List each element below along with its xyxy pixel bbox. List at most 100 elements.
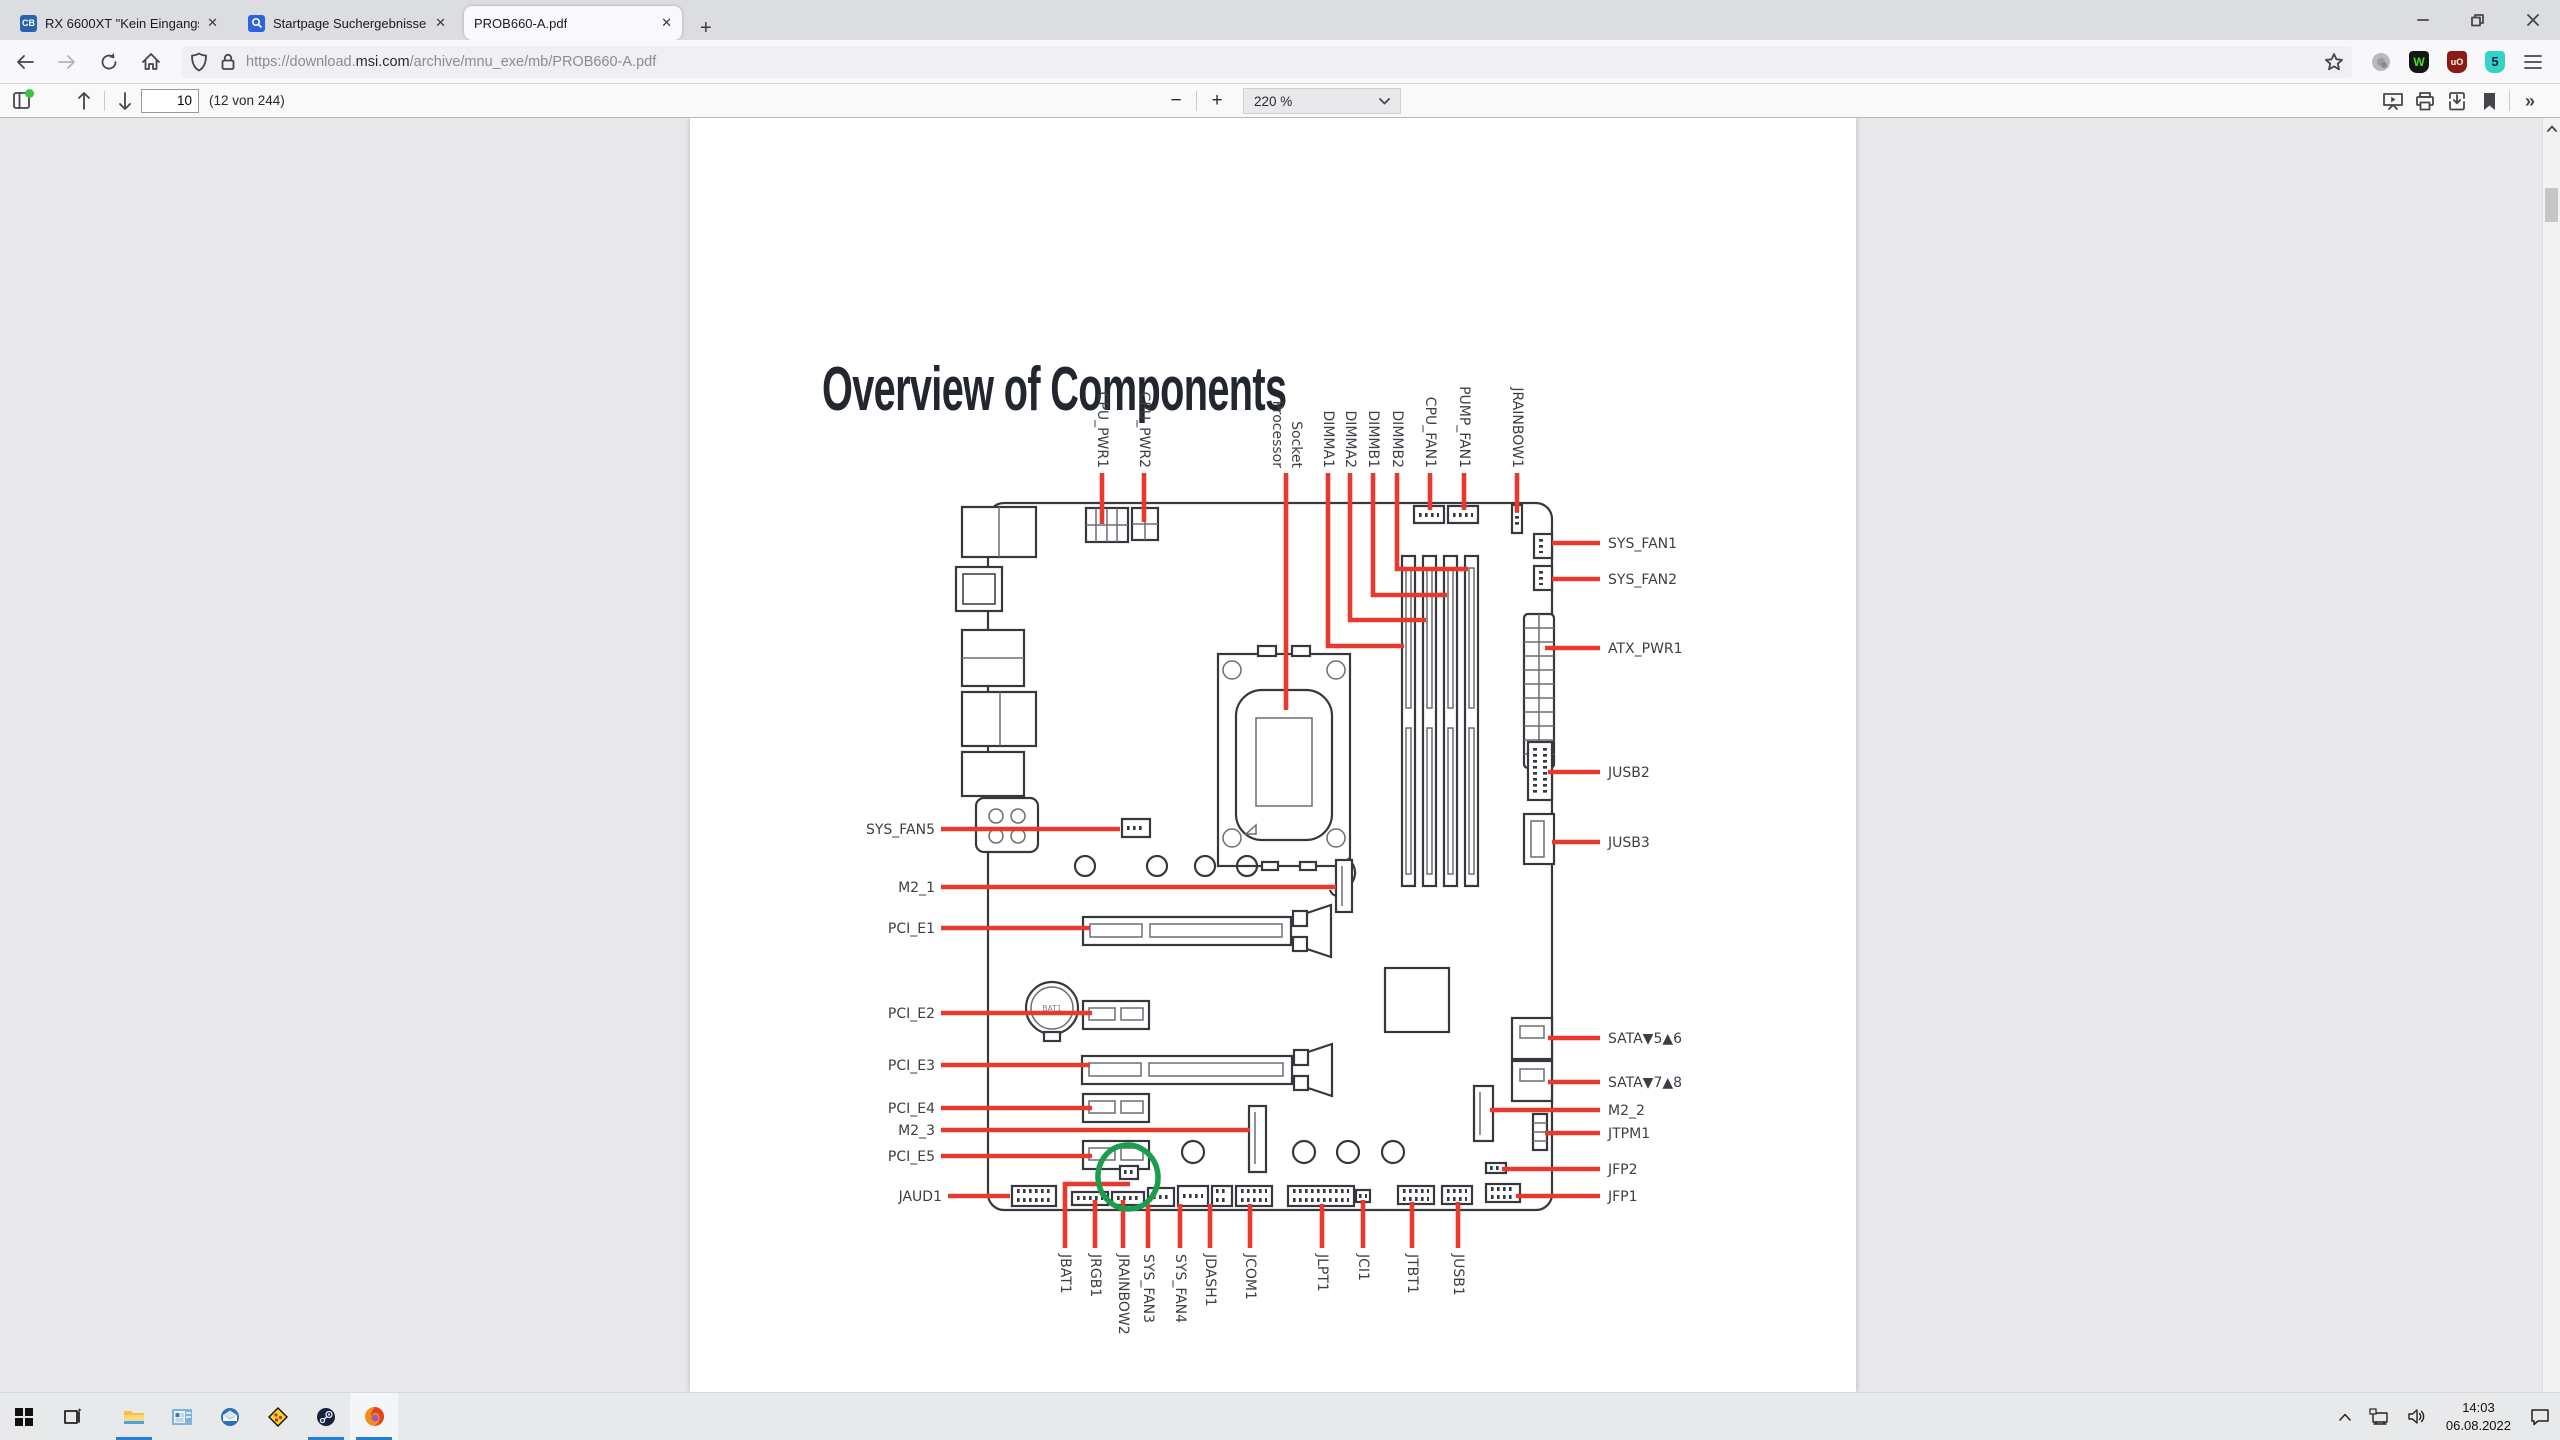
zoom-out-button[interactable]: − — [1170, 90, 1182, 111]
zoom-value: 220 % — [1254, 93, 1293, 109]
toggle-sidebar-button[interactable] — [8, 87, 36, 115]
browser-tab-bar: CB RX 6600XT "Kein Eingangssignal ✕ Star… — [0, 0, 2560, 40]
scroll-up-arrow[interactable] — [2543, 120, 2560, 136]
tab-close-icon[interactable]: ✕ — [661, 15, 672, 30]
volume-icon[interactable] — [2407, 1408, 2427, 1425]
tab-computerbase[interactable]: CB RX 6600XT "Kein Eingangssignal ✕ — [10, 6, 228, 40]
toolbar-separator — [1196, 91, 1197, 111]
diagram-label: M2_1 — [898, 880, 935, 896]
left-labels: SYS_FAN5 M2_1 PCI_E1 PCI_E2 PCI_E3 PCI_E… — [866, 822, 942, 1205]
close-window-button[interactable] — [2505, 0, 2560, 40]
diagram-label: JRAINBOW2 — [1115, 1253, 1131, 1335]
clock-date: 06.08.2022 — [2445, 1417, 2511, 1433]
sidebar-notification-dot — [25, 88, 34, 98]
diagram-label: JTBT1 — [1404, 1253, 1420, 1294]
tray-chevron-icon[interactable] — [2339, 1413, 2351, 1421]
mid-board-connectors — [1073, 817, 1406, 1165]
firefox-button[interactable] — [350, 1393, 398, 1440]
right-labels: SYS_FAN1 SYS_FAN2 ATX_PWR1 JUSB2 JUSB3 S… — [1607, 536, 1683, 1205]
diagram-label: SATA▼5▲6 — [1608, 1031, 1682, 1047]
diagram-label: JTPM1 — [1607, 1126, 1650, 1142]
steam-button[interactable] — [302, 1393, 350, 1440]
task-view-button[interactable] — [48, 1393, 96, 1440]
diagram-label: ATX_PWR1 — [1608, 641, 1683, 657]
pdf-viewport[interactable]: Overview of Components — [0, 118, 2560, 1392]
tab-startpage[interactable]: Startpage Suchergebnisse ✕ — [238, 6, 456, 40]
network-icon[interactable] — [2369, 1408, 2389, 1425]
bottom-labels: JBAT1 JRGB1 JRAINBOW2 SYS_FAN3 SYS_FAN4 … — [1057, 1253, 1466, 1335]
diagram-label: Processor — [1269, 401, 1285, 469]
clock-time: 14:03 — [2462, 1399, 2495, 1415]
minimize-button[interactable] — [2395, 0, 2450, 40]
print-button[interactable] — [2411, 87, 2439, 115]
back-button[interactable] — [8, 45, 42, 79]
page-number-input[interactable] — [141, 88, 199, 113]
url-text[interactable]: https://download.msi.com/archive/mnu_exe… — [246, 53, 657, 70]
green-shield-extension-icon[interactable]: W — [2407, 50, 2431, 74]
game-launcher-button[interactable] — [254, 1393, 302, 1440]
diagram-label: PCI_E3 — [888, 1058, 935, 1074]
action-center-icon[interactable] — [2530, 1408, 2550, 1426]
next-page-button[interactable] — [111, 87, 139, 115]
ublock-origin-extension-icon[interactable]: uO — [2445, 50, 2469, 74]
download-button[interactable] — [2443, 87, 2471, 115]
motherboard-outline — [986, 501, 1554, 1212]
diagram-label: DIMMA2 — [1342, 410, 1358, 468]
cmos-battery: BAT1 — [1024, 980, 1080, 1043]
url-bar[interactable]: https://download.msi.com/archive/mnu_exe… — [182, 45, 2352, 78]
lock-icon[interactable] — [220, 52, 236, 72]
motherboard-diagram: BAT1 — [866, 386, 1683, 1335]
scrollbar-thumb[interactable] — [2545, 188, 2558, 222]
diagram-label: M2_2 — [1608, 1103, 1645, 1119]
reload-button[interactable] — [92, 45, 126, 79]
diagram-label: JUSB3 — [1607, 835, 1650, 851]
diagram-label: DIMMB1 — [1365, 410, 1381, 468]
vertical-scrollbar[interactable] — [2542, 118, 2560, 1392]
diagram-label: Socket — [1288, 421, 1304, 468]
system-settings-button[interactable] — [158, 1393, 206, 1440]
diagram-label: PCI_E1 — [888, 921, 935, 937]
diagram-label: CPU_PWR1 — [1094, 392, 1110, 468]
current-view-bookmark-button[interactable] — [2475, 87, 2503, 115]
diagram-label: JFP1 — [1607, 1189, 1638, 1205]
more-tools-button[interactable]: » — [2524, 90, 2535, 111]
previous-page-button[interactable] — [70, 87, 98, 115]
forward-button[interactable] — [50, 45, 84, 79]
thunderbird-button[interactable] — [206, 1393, 254, 1440]
diagram-label: JFP2 — [1607, 1162, 1638, 1178]
menu-hamburger-icon[interactable] — [2521, 50, 2545, 74]
file-explorer-button[interactable] — [110, 1393, 158, 1440]
tab-close-icon[interactable]: ✕ — [207, 15, 218, 30]
zoom-in-button[interactable]: + — [1211, 90, 1223, 111]
top-labels: CPU_PWR1 CPU_PWR2 Processor Socket DIMMA… — [1094, 386, 1525, 468]
pdf-toolbar: (12 von 244) − + 220 % — [0, 84, 2560, 118]
tab-prob660-pdf[interactable]: PROB660-A.pdf ✕ — [464, 6, 682, 40]
diagram-label: M2_3 — [898, 1123, 935, 1139]
diagram-label: SYS_FAN3 — [1140, 1254, 1156, 1323]
taskbar-clock[interactable]: 14:03 06.08.2022 — [2446, 1399, 2511, 1434]
diagram-label: SYS_FAN4 — [1172, 1254, 1188, 1323]
system-tray: 14:03 06.08.2022 — [2330, 1393, 2560, 1440]
diagram-label: SYS_FAN5 — [866, 822, 935, 838]
presentation-mode-button[interactable] — [2379, 87, 2407, 115]
dimm-slots — [1400, 554, 1480, 888]
zoom-select[interactable]: 220 % — [1243, 88, 1401, 114]
diagram-label: JRAINBOW1 — [1509, 386, 1525, 468]
diagram-label: JLPT1 — [1314, 1253, 1330, 1292]
start-button[interactable] — [0, 1393, 48, 1440]
generic-extension-icon[interactable] — [2369, 50, 2393, 74]
rear-io-ports — [954, 505, 1040, 854]
restore-button[interactable] — [2450, 0, 2505, 40]
diagram-label: SATA▼7▲8 — [1608, 1075, 1682, 1091]
diagram-label: PUMP_FAN1 — [1456, 386, 1472, 468]
teal-badge-extension-icon[interactable]: 5 — [2483, 50, 2507, 74]
extension-toolbar: W uO 5 — [2362, 50, 2552, 74]
pcie-slots — [1080, 903, 1334, 1174]
tab-title: PROB660-A.pdf — [474, 15, 568, 31]
home-button[interactable] — [134, 45, 168, 79]
tracking-protection-shield-icon[interactable] — [190, 52, 208, 72]
bookmark-star-icon[interactable] — [2324, 52, 2344, 72]
new-tab-button[interactable]: + — [700, 17, 712, 39]
diagram-label: JCOM1 — [1242, 1253, 1258, 1300]
tab-close-icon[interactable]: ✕ — [435, 15, 446, 30]
